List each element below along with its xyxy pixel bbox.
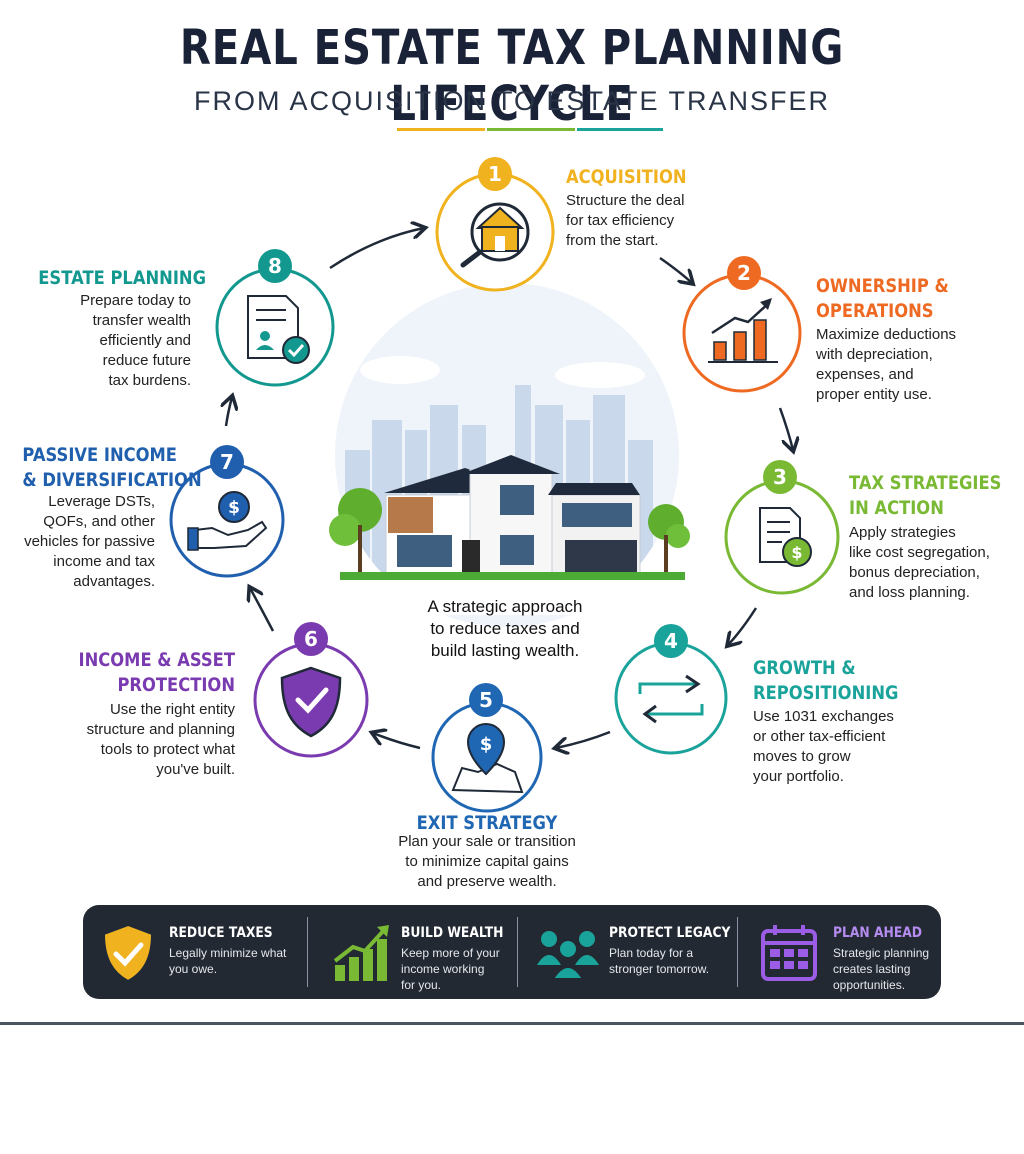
step-5-number: 5 [479,688,493,712]
svg-text:$: $ [791,543,802,562]
benefits-bar: REDUCE TAXES Legally minimize what you o… [83,905,941,999]
step-3-node: 3 $ [724,460,840,595]
step-6-node: 6 [253,622,369,758]
step-7-node: 7 $ [169,445,285,578]
exchange-arrows-icon [638,674,704,724]
step-2-node: 2 [682,256,802,393]
step-3-description: Apply strategies like cost segregation, … [849,524,990,601]
accent-bar-green [487,128,575,131]
step-6-number: 6 [304,627,318,651]
city-house-illustration [329,283,690,627]
lifecycle-diagram: 1 2 3 $ [169,157,840,813]
bar-chart-growth-icon [708,298,778,363]
step-1-number: 1 [488,162,502,186]
svg-text:$: $ [480,734,493,755]
benefit-divider [737,917,738,987]
step-6-description: Use the right entity structure and plann… [86,701,235,778]
step-7-title: PASSIVE INCOME & DIVERSIFICATION [22,444,202,491]
step-4-node: 4 [614,624,728,755]
family-icon [537,931,599,980]
cycle-arrows [226,228,793,748]
accent-bar-yellow [397,128,485,131]
benefit-plan-ahead: PLAN AHEAD Strategic planning creates la… [751,905,941,999]
step-1-title: ACQUISITION [566,166,687,188]
step-2-title: OWNERSHIP & OPERATIONS [816,275,949,322]
shield-check-icon [280,666,342,738]
benefit-divider [517,917,518,987]
document-person-check-icon [247,295,310,364]
step-7-description: Leverage DSTs, QOFs, and other vehicles … [24,493,155,590]
step-7-number: 7 [220,450,234,474]
step-8-title: ESTATE PLANNING [38,267,207,289]
step-1-description: Structure the deal for tax efficiency fr… [566,192,685,249]
house-magnifier-icon [460,202,530,268]
map-pin-dollar-icon: $ [451,723,524,794]
step-2-description: Maximize deductions with depreciation, e… [816,326,957,403]
benefit-divider [307,917,308,987]
step-2-number: 2 [737,261,751,285]
step-4-description: Use 1031 exchanges or other tax-efficien… [753,708,894,785]
benefit-reduce-taxes: REDUCE TAXES Legally minimize what you o… [83,905,308,999]
step-3-number: 3 [773,465,787,489]
calendar-icon [761,925,817,981]
step-1-node: 1 [435,157,555,292]
center-caption: A strategic approach to reduce taxes and… [427,597,583,660]
hand-coin-icon: $ [187,491,268,551]
benefit-build-wealth: BUILD WEALTH Keep more of your income wo… [321,905,517,999]
step-8-number: 8 [268,254,282,278]
accent-bar-teal [577,128,663,131]
step-4-number: 4 [664,629,678,653]
step-5-title: EXIT STRATEGY [416,812,558,834]
step-5-node: 5 $ [431,683,543,813]
page-subtitle: FROM ACQUISITION TO ESTATE TRANSFER [193,86,831,116]
svg-text:$: $ [228,498,240,518]
step-6-title: INCOME & ASSET PROTECTION [78,649,236,696]
step-3-title: TAX STRATEGIES IN ACTION [849,472,1002,519]
document-dollar-icon: $ [759,507,812,567]
benefit-protect-legacy: PROTECT LEGACY Plan today for a stronger… [531,905,737,999]
growth-chart-icon [333,925,389,981]
step-4-title: GROWTH & REPOSITIONING [753,657,899,704]
step-8-description: Prepare today to transfer wealth efficie… [80,292,191,389]
page-title: REAL ESTATE TAX PLANNING LIFECYCLE [179,20,845,132]
step-5-description: Plan your sale or transition to minimize… [398,833,576,890]
shield-check-icon [102,923,154,983]
bottom-divider [0,1022,1024,1025]
step-8-node: 8 [215,249,335,387]
